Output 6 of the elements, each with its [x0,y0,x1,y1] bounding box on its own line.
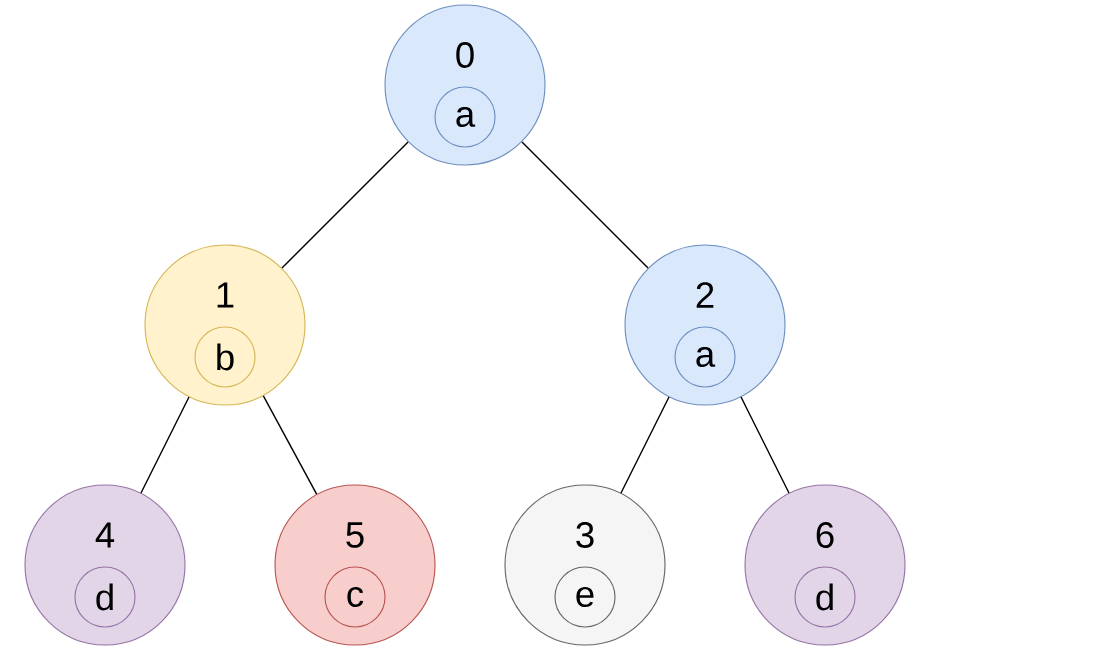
tree-edge [140,396,190,494]
tree-edge [281,141,409,269]
tree-edge [262,395,318,495]
tree-edge [740,396,790,494]
tree-edge [521,141,649,269]
tree-edge [620,396,670,494]
